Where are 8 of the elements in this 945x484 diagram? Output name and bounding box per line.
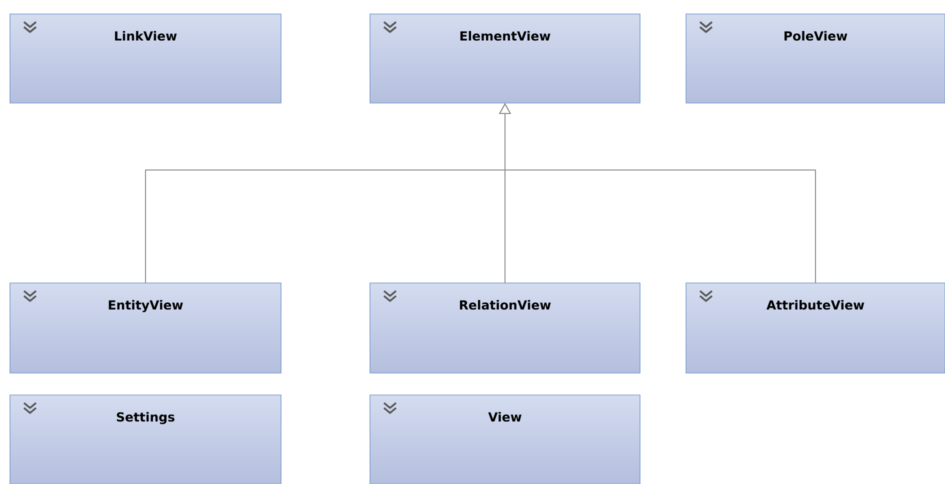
class-box: PoleView bbox=[686, 14, 945, 104]
class-box: EntityView bbox=[10, 282, 282, 374]
class-box: LinkView bbox=[10, 14, 282, 104]
class-box: ElementView bbox=[370, 14, 640, 104]
class-box: Settings bbox=[10, 394, 282, 484]
class-box: View bbox=[370, 394, 640, 484]
class-box: RelationView bbox=[370, 282, 640, 374]
class-box: AttributeView bbox=[686, 282, 945, 374]
